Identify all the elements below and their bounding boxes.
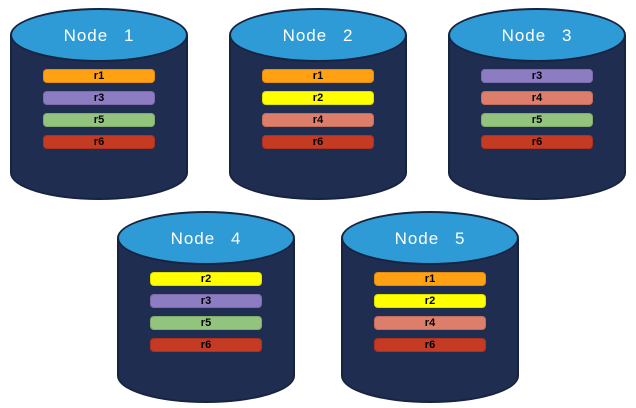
partition-label: r6 (93, 135, 105, 148)
cylinder-top-ellipse: Node 1 (10, 8, 188, 62)
partition-bar-r1: r1 (374, 272, 486, 286)
partition-bar-r5: r5 (43, 113, 155, 127)
node-row-top: Node 1 r1 r3 r5 r6 Node 2 r1 r2 r4 r6 No… (10, 8, 626, 200)
partition-bar-r3: r3 (481, 69, 593, 83)
cylinder-top-ellipse: Node 5 (341, 211, 519, 265)
partition-bar-r6: r6 (481, 135, 593, 149)
partition-label: r3 (93, 91, 105, 104)
node-title: Node 4 (170, 229, 242, 248)
cylinder-top-ellipse: Node 4 (117, 211, 295, 265)
node-row-bottom: Node 4 r2 r3 r5 r6 Node 5 r1 r2 r4 r6 (0, 211, 636, 403)
database-node-cylinder-5: Node 5 r1 r2 r4 r6 (341, 211, 519, 403)
partition-bar-r3: r3 (43, 91, 155, 105)
partition-bar-r1: r1 (262, 69, 374, 83)
partition-label: r3 (531, 69, 543, 82)
partition-label: r2 (312, 91, 324, 104)
partition-bar-r2: r2 (262, 91, 374, 105)
partition-label: r2 (200, 272, 212, 285)
partition-bar-r1: r1 (43, 69, 155, 83)
partition-label: r5 (531, 113, 543, 126)
partition-list: r1 r2 r4 r6 (229, 69, 407, 149)
node-title: Node 3 (501, 26, 573, 45)
partition-label: r3 (200, 294, 212, 307)
partition-label: r6 (312, 135, 324, 148)
partition-list: r2 r3 r5 r6 (117, 272, 295, 352)
database-node-cylinder-3: Node 3 r3 r4 r5 r6 (448, 8, 626, 200)
partition-bar-r4: r4 (481, 91, 593, 105)
cylinder-top-ellipse: Node 3 (448, 8, 626, 62)
partition-bar-r2: r2 (150, 272, 262, 286)
partition-label: r6 (531, 135, 543, 148)
partition-label: r6 (200, 338, 212, 351)
partition-label: r2 (424, 294, 436, 307)
partition-bar-r5: r5 (481, 113, 593, 127)
partition-label: r1 (424, 272, 436, 285)
node-title: Node 5 (394, 229, 466, 248)
partition-bar-r4: r4 (262, 113, 374, 127)
partition-label: r5 (200, 316, 212, 329)
partition-list: r1 r2 r4 r6 (341, 272, 519, 352)
node-title: Node 1 (63, 26, 135, 45)
partition-bar-r3: r3 (150, 294, 262, 308)
node-title: Node 2 (282, 26, 354, 45)
partition-label: r1 (312, 69, 324, 82)
partition-label: r5 (93, 113, 105, 126)
cylinder-top-ellipse: Node 2 (229, 8, 407, 62)
partition-label: r4 (424, 316, 436, 329)
partition-bar-r6: r6 (150, 338, 262, 352)
partition-bar-r4: r4 (374, 316, 486, 330)
partition-label: r6 (424, 338, 436, 351)
partition-bar-r2: r2 (374, 294, 486, 308)
database-node-cylinder-1: Node 1 r1 r3 r5 r6 (10, 8, 188, 200)
partition-bar-r6: r6 (262, 135, 374, 149)
partition-label: r4 (531, 91, 543, 104)
partition-bar-r6: r6 (43, 135, 155, 149)
database-node-cylinder-4: Node 4 r2 r3 r5 r6 (117, 211, 295, 403)
partition-list: r1 r3 r5 r6 (10, 69, 188, 149)
database-node-cylinder-2: Node 2 r1 r2 r4 r6 (229, 8, 407, 200)
partition-label: r4 (312, 113, 324, 126)
partition-bar-r5: r5 (150, 316, 262, 330)
partition-label: r1 (93, 69, 105, 82)
partition-list: r3 r4 r5 r6 (448, 69, 626, 149)
partition-bar-r6: r6 (374, 338, 486, 352)
